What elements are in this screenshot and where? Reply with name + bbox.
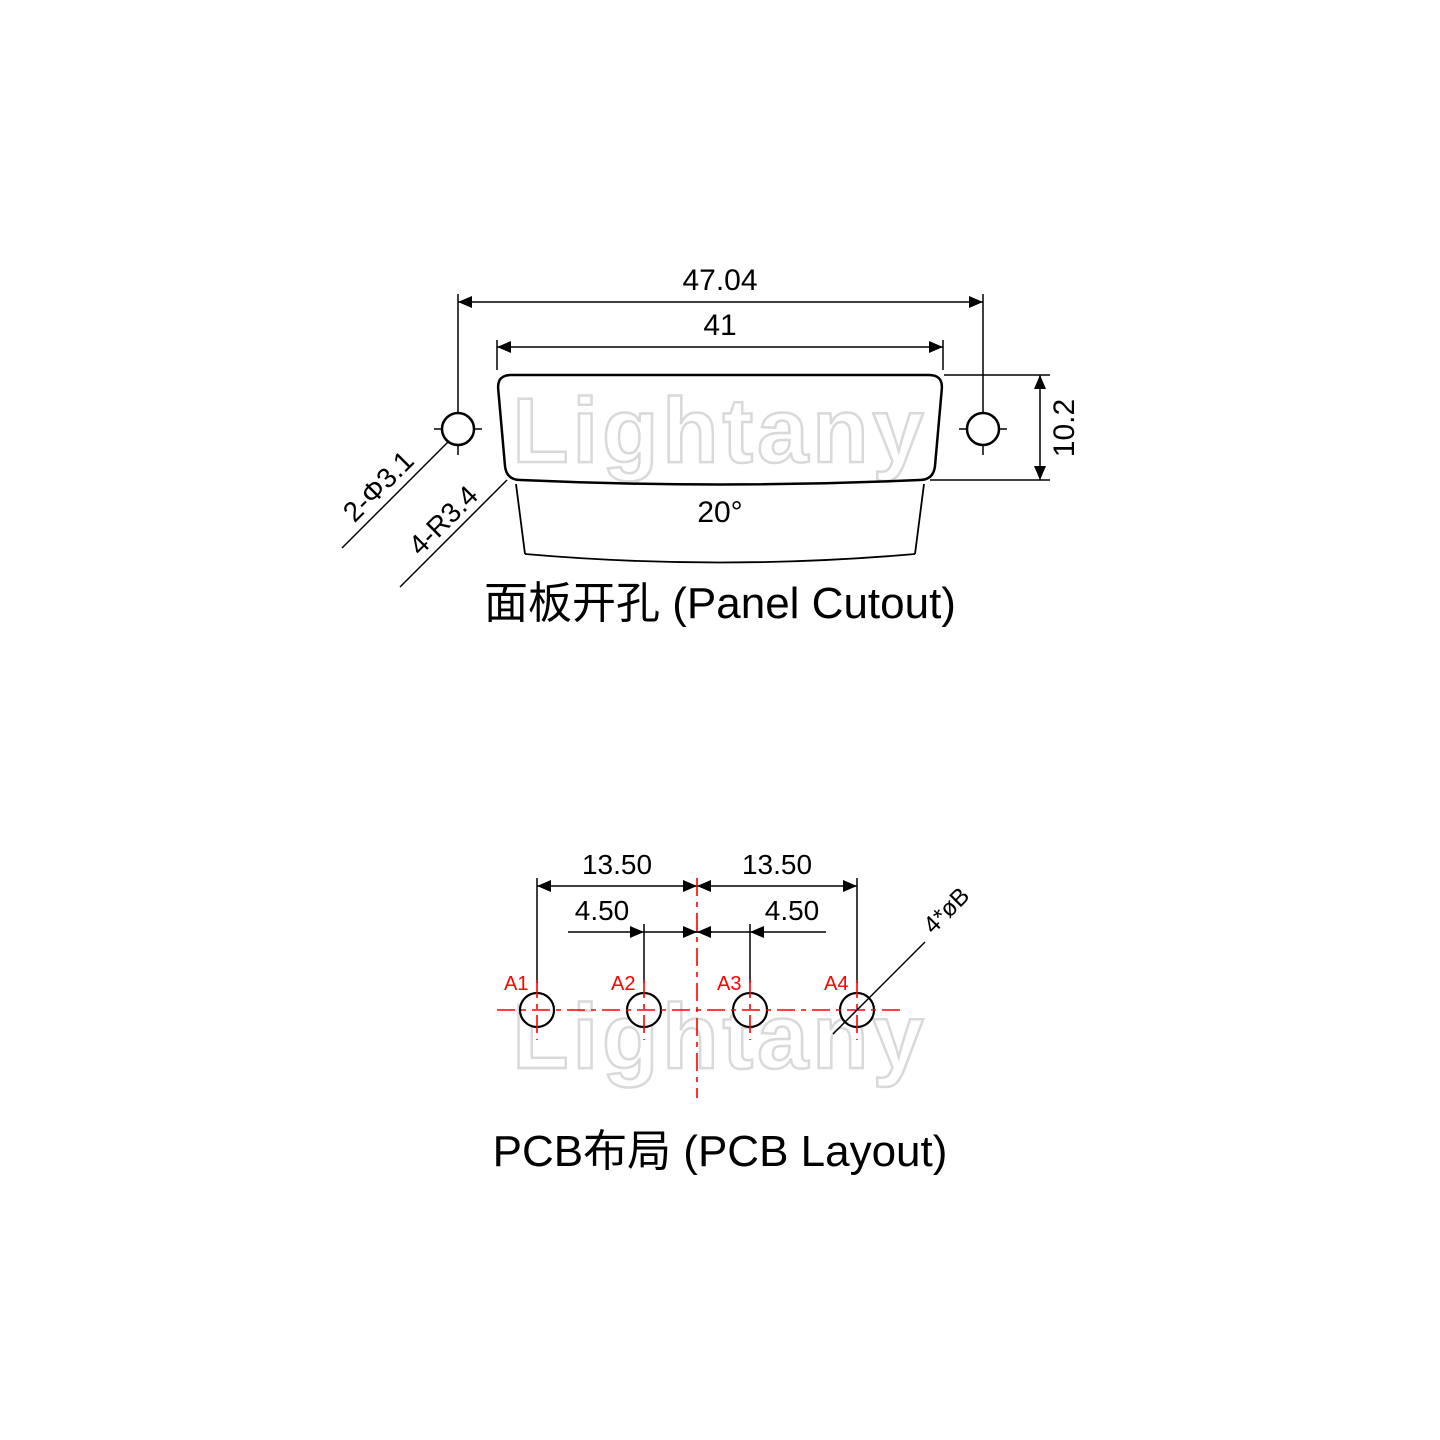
dimension-outer-width: 47.04: [458, 264, 983, 308]
pcb-layout-title: PCB布局 (PCB Layout): [493, 1127, 948, 1176]
arrowhead-bottom: [1034, 466, 1046, 480]
dimension-pitch-right-outer: 13.50: [697, 849, 857, 892]
leader-line: [832, 941, 926, 1035]
pin-label-a4: A4: [824, 973, 848, 995]
dimension-value: 13.50: [582, 849, 652, 880]
mounting-hole-left: [434, 294, 482, 455]
arrowhead-left: [537, 880, 551, 892]
dimension-value: 4.50: [575, 895, 630, 926]
arrowhead-right: [683, 880, 697, 892]
mounting-hole-circle: [965, 411, 1001, 447]
angle-value: 20°: [697, 496, 742, 529]
pin-label-a2: A2: [611, 973, 635, 995]
panel-cutout-title: 面板开孔 (Panel Cutout): [484, 579, 956, 628]
dimension-value: 41: [703, 309, 736, 342]
arrowhead-right: [843, 880, 857, 892]
arrowhead-right: [969, 296, 983, 308]
arrowhead-left: [497, 341, 511, 353]
dimension-value: 13.50: [742, 849, 812, 880]
connector-body-outline: [496, 373, 944, 486]
arrowhead-top: [1034, 375, 1046, 389]
dimension-cutout-width: 41: [496, 309, 944, 370]
dimension-pitch-left-outer: 13.50: [537, 849, 697, 892]
dimension-value: 4.50: [765, 895, 820, 926]
dimension-pitch-left-inner: 4.50: [568, 895, 712, 938]
angle-annotation: 20°: [515, 483, 925, 564]
watermark-text-top: Lightany: [512, 380, 927, 482]
callout-corner-radius: 4-R3.4: [399, 479, 508, 588]
dimension-value: 47.04: [682, 264, 757, 297]
angle-line-right: [914, 483, 925, 555]
leader-line: [399, 479, 508, 588]
panel-cutout-drawing: Lightany 47.04 41: [337, 264, 1081, 628]
angle-arc: [524, 553, 916, 564]
pcb-layout-drawing: Lightany 13.50 13.50 4.50: [493, 849, 976, 1176]
arrowhead-left: [697, 880, 711, 892]
dimension-value: 10.2: [1048, 399, 1081, 457]
pin-label-a3: A3: [717, 973, 741, 995]
dimension-pitch-right-inner: 4.50: [682, 895, 826, 938]
arrowhead-left: [630, 926, 644, 938]
callout-text: 4*øB: [918, 882, 975, 939]
pin-label-a1: A1: [504, 973, 528, 995]
arrowhead-left: [683, 926, 697, 938]
callout-text: 2-Φ3.1: [337, 445, 420, 528]
dimension-height: 10.2: [930, 374, 1081, 481]
leader-line: [341, 440, 450, 549]
arrowhead-right: [750, 926, 764, 938]
callout-text: 4-R3.4: [403, 480, 484, 561]
angle-line-left: [515, 483, 526, 555]
arrowhead-right: [929, 341, 943, 353]
mounting-hole-circle: [440, 411, 476, 447]
arrowhead-left: [458, 296, 472, 308]
